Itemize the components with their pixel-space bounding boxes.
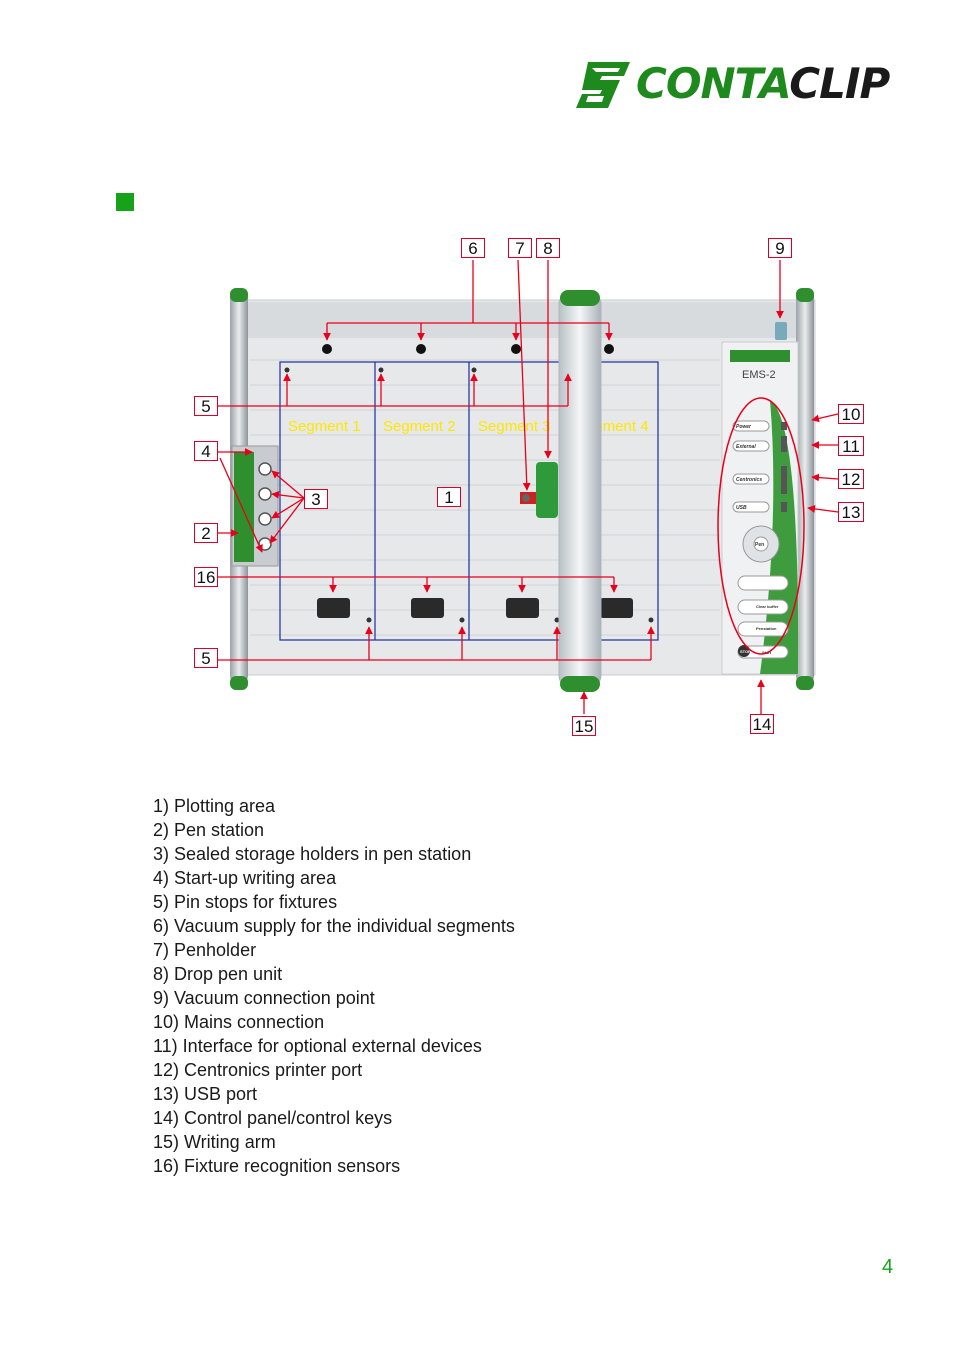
plotter-diagram: Segment 1 Segment 2 Segment 3 Segment 4 … — [218, 259, 839, 714]
panel-key — [732, 420, 770, 432]
plate-grooves — [250, 359, 720, 636]
logo-wordmark: CONTACLIP — [636, 59, 890, 108]
contaclip-logo: CONTACLIP — [574, 58, 894, 112]
callout-14: 14 — [750, 714, 774, 734]
segment-label: Segment 2 — [383, 418, 456, 435]
legend-item: 14) Control panel/control keys — [153, 1108, 393, 1128]
writing-arm — [558, 293, 602, 687]
segment-label: Segment 3 — [478, 418, 551, 435]
vacuum-connection-point — [775, 322, 787, 340]
callout-13: 13 — [838, 502, 864, 522]
legend-item: 12) Centronics printer port — [153, 1060, 363, 1080]
legend-item: 13) USB port — [153, 1084, 258, 1104]
legend-item: 2) Pen station — [153, 820, 265, 840]
callout-15: 15 — [572, 716, 596, 736]
callout-9: 9 — [768, 238, 792, 258]
panel-ports — [781, 422, 787, 512]
callout-3: 3 — [304, 489, 328, 509]
panel-key-label: Clear buffer — [756, 604, 779, 609]
callout-lines — [218, 259, 839, 714]
callout-4: 4 — [194, 441, 218, 461]
callout-16: 16 — [194, 567, 218, 587]
panel-key — [732, 440, 770, 452]
callout-12: 12 — [838, 469, 864, 489]
callout-5-bottom: 5 — [194, 648, 218, 668]
legend-item: 15) Writing arm — [153, 1132, 276, 1152]
legend-list: 1) Plotting area 2) Pen station 3) Seale… — [153, 794, 515, 1178]
panel-key — [737, 575, 789, 591]
right-rail — [796, 292, 814, 682]
panel-key — [737, 645, 789, 659]
legend-item: 6) Vacuum supply for the individual segm… — [153, 916, 515, 936]
legend-item: 3) Sealed storage holders in pen station — [153, 844, 472, 864]
callout-8: 8 — [536, 238, 560, 258]
page-number: 4 — [882, 1256, 894, 1278]
panel-key-label: Power — [736, 424, 752, 430]
panel-logo-icon — [730, 350, 790, 362]
legend-item: 1) Plotting area — [153, 796, 276, 816]
section-bullet — [116, 193, 134, 211]
callout-7: 7 — [508, 238, 532, 258]
pen-holders — [258, 462, 272, 551]
panel-key — [732, 473, 770, 485]
legend-item: 16) Fixture recognition sensors — [153, 1156, 401, 1176]
panel-key-label: STOP — [740, 649, 751, 654]
contaclip-logo-mark-icon — [576, 62, 630, 108]
callout-1: 1 — [437, 487, 461, 507]
segment-label: Segment 1 — [288, 418, 361, 435]
legend-item: 5) Pin stops for fixtures — [153, 892, 338, 912]
pin-stops — [284, 367, 654, 623]
panel-key-label: Penstation — [756, 626, 777, 631]
panel-key — [737, 621, 789, 637]
panel-key-label: External — [736, 444, 756, 450]
panel-key-label: USB — [736, 505, 747, 511]
legend-item: 9) Vacuum connection point — [153, 988, 375, 1008]
drop-pen-unit — [536, 462, 558, 518]
vacuum-nozzles — [322, 344, 614, 354]
callout-10: 10 — [838, 404, 864, 424]
panel-brand: EMS-2 — [742, 369, 776, 381]
legend-item: 10) Mains connection — [153, 1012, 325, 1032]
panel-key — [737, 599, 789, 615]
callout-6: 6 — [461, 238, 485, 258]
legend-item: 4) Start-up writing area — [153, 868, 337, 888]
legend-item: 11) Interface for optional external devi… — [153, 1036, 482, 1056]
panel-key-label: Pen — [755, 542, 764, 548]
panel-key-label: Centronics — [736, 477, 762, 483]
legend-item: 7) Penholder — [153, 940, 257, 960]
callout-2: 2 — [194, 523, 218, 543]
callout-5-top: 5 — [194, 396, 218, 416]
panel-key — [732, 501, 770, 513]
fixture-sensors — [317, 598, 633, 618]
legend-item: 8) Drop pen unit — [153, 964, 283, 984]
callout-11: 11 — [838, 436, 864, 456]
vacuum-rail — [246, 302, 801, 338]
control-panel-highlight — [717, 397, 805, 655]
